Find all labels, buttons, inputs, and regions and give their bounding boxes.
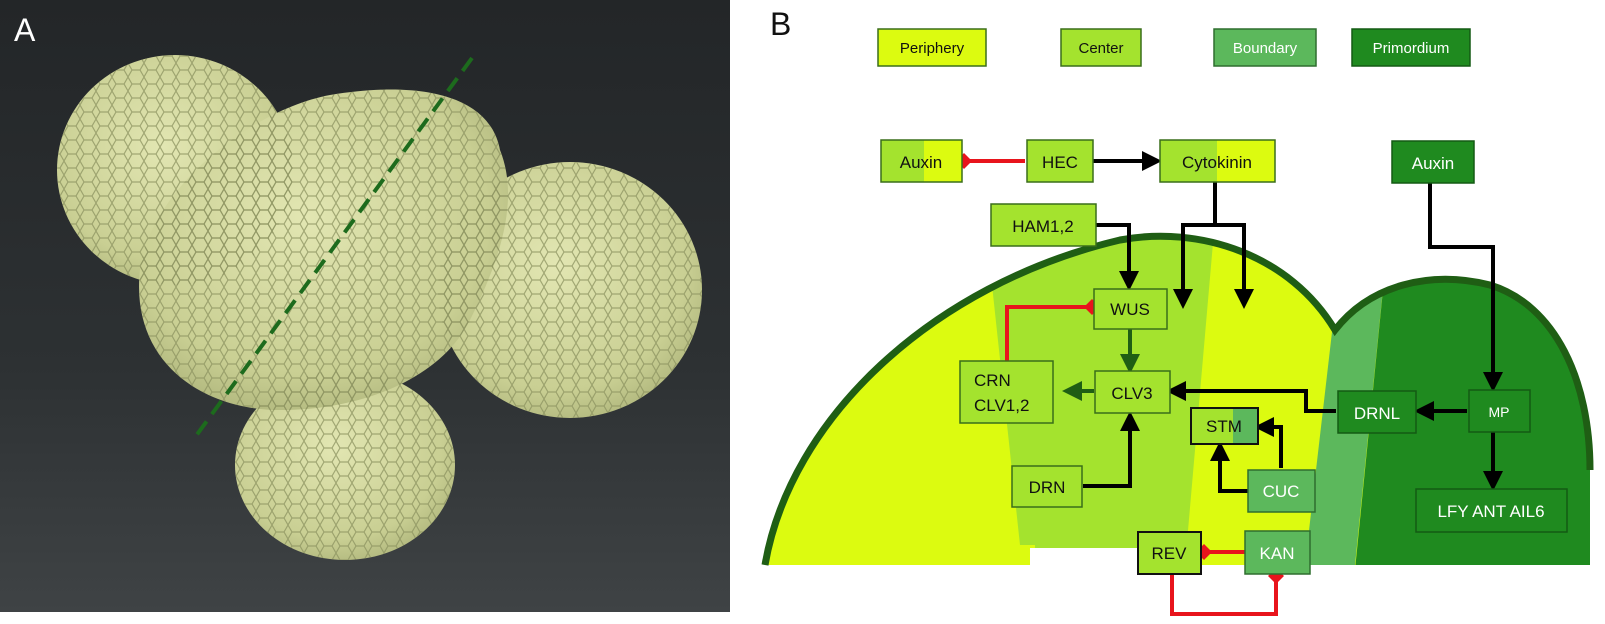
- node-cytokinin: Cytokinin: [1159, 139, 1276, 183]
- node-stm: STM: [1190, 407, 1259, 445]
- node-auxin-right: Auxin: [1391, 140, 1475, 184]
- edge-auxin-to-mp: [1428, 183, 1503, 392]
- svg-text:MP: MP: [1489, 404, 1510, 420]
- node-drn: DRN: [1011, 465, 1083, 508]
- edge-cytokinin-to-periphery: [1215, 223, 1254, 309]
- node-drnl: DRNL: [1337, 390, 1417, 434]
- svg-text:DRN: DRN: [1029, 478, 1066, 497]
- legend: Periphery Center Boundary Primordium: [877, 28, 1471, 67]
- svg-text:CUC: CUC: [1263, 482, 1300, 501]
- svg-text:REV: REV: [1152, 544, 1188, 563]
- edge-cuc-to-stm-down: [1210, 441, 1248, 493]
- edge-cytokinin-to-center: [1173, 181, 1217, 309]
- node-auxin-left: Auxin: [880, 139, 963, 183]
- svg-text:STM: STM: [1206, 417, 1242, 436]
- svg-text:WUS: WUS: [1110, 300, 1150, 319]
- meristem-body: [57, 55, 702, 560]
- node-mp: MP: [1468, 389, 1531, 433]
- svg-text:Boundary: Boundary: [1233, 40, 1298, 57]
- node-hec: HEC: [1026, 139, 1094, 183]
- svg-text:CLV1,2: CLV1,2: [974, 396, 1029, 415]
- svg-text:Auxin: Auxin: [900, 153, 943, 172]
- svg-text:HAM1,2: HAM1,2: [1012, 217, 1073, 236]
- regulatory-network-panel: Periphery Center Boundary Primordium: [761, 28, 1594, 616]
- panel-label-b: B: [770, 6, 792, 42]
- node-clv3: CLV3: [1094, 370, 1171, 414]
- svg-text:CLV3: CLV3: [1111, 384, 1152, 403]
- network-edges: [956, 151, 1503, 616]
- svg-text:Primordium: Primordium: [1373, 40, 1450, 57]
- node-wus: WUS: [1093, 288, 1168, 330]
- node-rev: REV: [1137, 531, 1202, 575]
- edge-drn-to-clv3: [1083, 411, 1140, 488]
- node-crn-clv12: CRN CLV1,2: [959, 360, 1054, 424]
- edge-drnl-to-clv3: [1166, 381, 1336, 413]
- legend-center: Center: [1060, 28, 1142, 67]
- meristem-rendering-panel: [0, 0, 730, 612]
- section-dashed-line: [191, 56, 474, 442]
- svg-text:Center: Center: [1078, 40, 1123, 57]
- svg-text:DRNL: DRNL: [1354, 404, 1400, 423]
- svg-text:CRN: CRN: [974, 371, 1011, 390]
- panel-label-a: A: [14, 12, 36, 48]
- svg-text:KAN: KAN: [1260, 544, 1295, 563]
- legend-periphery: Periphery: [877, 28, 987, 67]
- svg-text:LFY ANT AIL6: LFY ANT AIL6: [1437, 502, 1544, 521]
- network-nodes: Auxin HEC Cytokinin Auxin HAM1,2 WUS CRN…: [880, 139, 1568, 575]
- node-lfy-ant-ail6: LFY ANT AIL6: [1415, 488, 1568, 533]
- svg-text:Auxin: Auxin: [1412, 154, 1455, 173]
- meristem-outline: [761, 232, 1594, 566]
- edge-crn-represses-wus: [1005, 299, 1100, 361]
- svg-text:Cytokinin: Cytokinin: [1182, 153, 1252, 172]
- node-kan: KAN: [1244, 530, 1311, 575]
- legend-boundary: Boundary: [1213, 28, 1317, 67]
- legend-primordium: Primordium: [1351, 28, 1471, 67]
- svg-text:Periphery: Periphery: [900, 40, 965, 57]
- edge-ham-to-wus: [1095, 223, 1139, 291]
- node-ham: HAM1,2: [990, 203, 1097, 247]
- node-cuc: CUC: [1247, 469, 1316, 513]
- svg-text:HEC: HEC: [1042, 153, 1078, 172]
- edge-rev-represses-kan: [1170, 568, 1284, 616]
- edge-cuc-to-stm-right: [1254, 417, 1283, 468]
